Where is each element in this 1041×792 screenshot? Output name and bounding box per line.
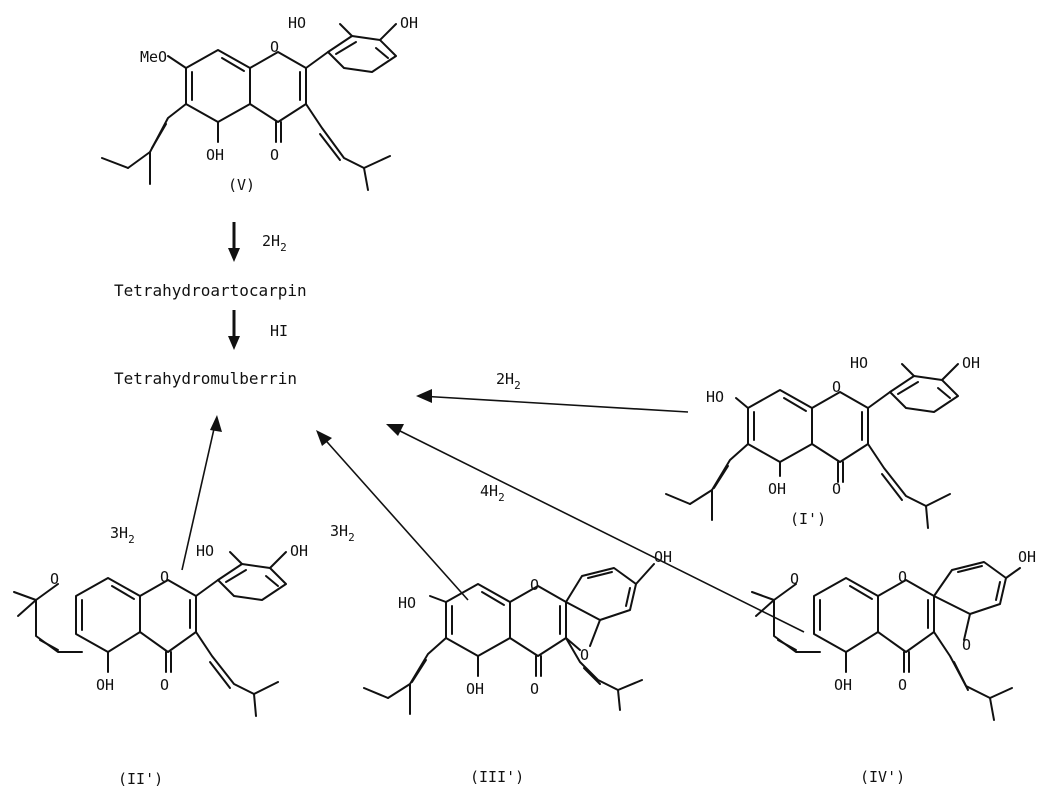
atom-label: OH bbox=[400, 14, 418, 32]
atom-label: OH bbox=[206, 146, 224, 164]
atom-label: O bbox=[270, 146, 279, 164]
compound-label: (V) bbox=[228, 176, 255, 194]
reagent-label: HI bbox=[270, 322, 288, 340]
atom-label: HO bbox=[196, 542, 214, 560]
atom-label: HO bbox=[398, 594, 416, 612]
compound-v-structure bbox=[101, 23, 397, 191]
atom-label: O bbox=[270, 38, 279, 56]
intermediate-tetrahydromulberrin: Tetrahydromulberrin bbox=[114, 369, 297, 388]
arrow-iii-prime-to-tetrahydromulberrin bbox=[316, 430, 469, 601]
atom-label: O bbox=[962, 636, 971, 654]
atom-label: O bbox=[580, 646, 589, 664]
arrow-ii-prime-to-tetrahydromulberrin bbox=[181, 415, 222, 571]
atom-label: OH bbox=[962, 354, 980, 372]
arrow-i-prime-to-tetrahydromulberrin bbox=[416, 389, 689, 413]
atom-label: O bbox=[832, 378, 841, 396]
atom-label: O bbox=[898, 676, 907, 694]
compound-i-prime-structure bbox=[665, 363, 959, 529]
arrow-iv-prime-to-tetrahydromulberrin bbox=[386, 424, 805, 633]
reagent-label: 2H2 bbox=[262, 232, 287, 254]
compound-label: (II') bbox=[118, 770, 163, 788]
compound-label: (I') bbox=[790, 510, 826, 528]
arrow-v-to-tetrahydroartocarpin bbox=[228, 222, 240, 262]
atom-label: OH bbox=[768, 480, 786, 498]
reagent-label: 2H2 bbox=[496, 370, 521, 392]
atom-label: HO bbox=[850, 354, 868, 372]
compound-iv-prime-structure bbox=[751, 561, 1021, 721]
atom-label: HO bbox=[288, 14, 306, 32]
atom-label: O bbox=[160, 676, 169, 694]
atom-label: HO bbox=[706, 388, 724, 406]
reagent-label: 3H2 bbox=[330, 522, 355, 544]
atom-label: OH bbox=[654, 548, 672, 566]
atom-label: O bbox=[898, 568, 907, 586]
atom-label: O bbox=[530, 576, 539, 594]
atom-label: OH bbox=[1018, 548, 1036, 566]
intermediate-tetrahydroartocarpin: Tetrahydroartocarpin bbox=[114, 281, 307, 300]
reagent-label: 4H2 bbox=[480, 482, 505, 504]
atom-label: MeO bbox=[140, 48, 167, 66]
atom-label: O bbox=[790, 570, 799, 588]
compound-label: (IV') bbox=[860, 768, 905, 786]
atom-label: O bbox=[160, 568, 169, 586]
atom-label: OH bbox=[290, 542, 308, 560]
compound-label: (III') bbox=[470, 768, 524, 786]
arrow-tetrahydroartocarpin-to-tetrahydromulberrin bbox=[228, 310, 240, 350]
atom-label: OH bbox=[834, 676, 852, 694]
compound-iii-prime-structure bbox=[363, 563, 655, 715]
reagent-label: 3H2 bbox=[110, 524, 135, 546]
atom-label: O bbox=[50, 570, 59, 588]
atom-label: O bbox=[832, 480, 841, 498]
atom-label: O bbox=[530, 680, 539, 698]
atom-label: OH bbox=[96, 676, 114, 694]
compound-ii-prime-structure bbox=[13, 551, 287, 717]
atom-label: OH bbox=[466, 680, 484, 698]
